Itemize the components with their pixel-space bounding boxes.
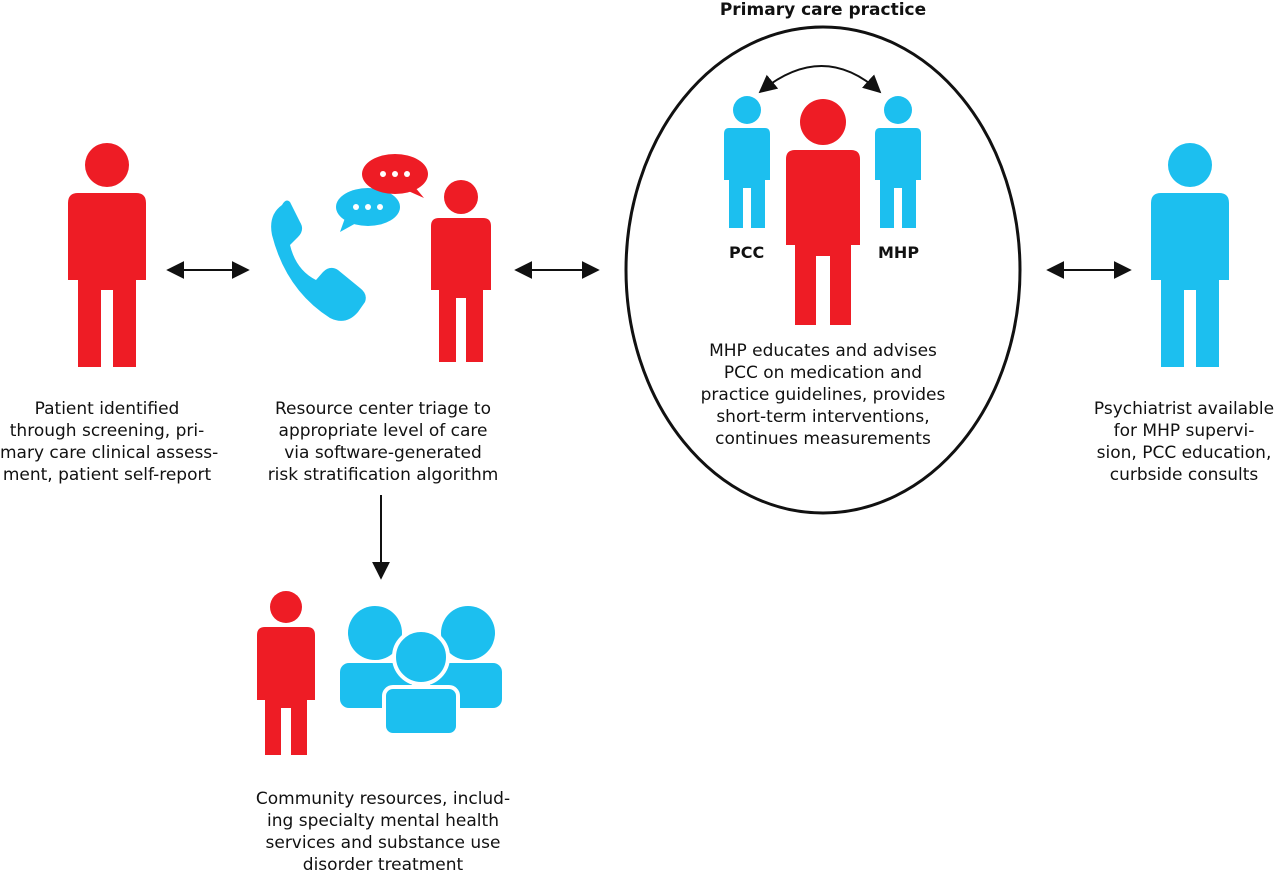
patient-person-icon: [68, 143, 146, 367]
community-caption: Community resources, includ- ing special…: [248, 788, 518, 876]
caption-line: curbside consults: [1109, 465, 1259, 485]
caption-line: continues measurements: [715, 429, 931, 449]
psychiatrist-caption: Psychiatrist available for MHP supervi- …: [1088, 398, 1280, 486]
practice-caption: MHP educates and advises PCC on medicati…: [680, 340, 966, 450]
caption-line: disorder treatment: [302, 855, 464, 875]
patient-caption: Patient identified through screening, pr…: [0, 398, 219, 486]
double-arrow-icon: [758, 65, 882, 94]
primary-care-practice-boundary: [624, 25, 1022, 515]
caption-line: Psychiatrist available: [1093, 399, 1275, 419]
group-icon: [340, 606, 502, 737]
caption-line: via software-generated: [284, 443, 482, 463]
caption-line: MHP educates and advises: [709, 341, 937, 361]
caption-line: PCC on medication and: [723, 363, 923, 383]
psychiatrist-person-icon: [1151, 143, 1229, 367]
pcc-label: PCC: [729, 243, 765, 262]
caption-line: through screening, pri-: [9, 421, 205, 441]
caption-line: Community resources, includ-: [255, 789, 511, 809]
practice-patient-person-icon: [786, 99, 860, 325]
caption-line: mary care clinical assess-: [0, 443, 219, 463]
caption-line: sion, PCC education,: [1096, 443, 1272, 463]
pcc-person-icon: [724, 96, 770, 228]
resource-center-person-icon: [431, 180, 491, 362]
caption-line: for MHP supervi-: [1113, 421, 1255, 441]
caption-line: appropriate level of care: [278, 421, 488, 441]
mhp-person-icon: [875, 96, 921, 228]
caption-line: ment, patient self-report: [2, 465, 212, 485]
caption-line: short-term interventions,: [716, 407, 930, 427]
caption-line: Resource center triage to: [275, 399, 491, 419]
resource-center-caption: Resource center triage to appropriate le…: [258, 398, 508, 486]
community-person-icon: [257, 591, 315, 755]
caption-line: risk stratification algorithm: [267, 465, 499, 485]
caption-line: services and substance use: [265, 833, 501, 853]
caption-line: practice guidelines, provides: [700, 385, 946, 405]
phone-icon: [271, 200, 366, 321]
caption-line: ing specialty mental health: [267, 811, 499, 831]
practice-title: Primary care practice: [719, 0, 927, 20]
caption-line: Patient identified: [34, 399, 180, 419]
chat-bubble-icon: [336, 154, 428, 232]
mhp-label: MHP: [878, 243, 920, 262]
